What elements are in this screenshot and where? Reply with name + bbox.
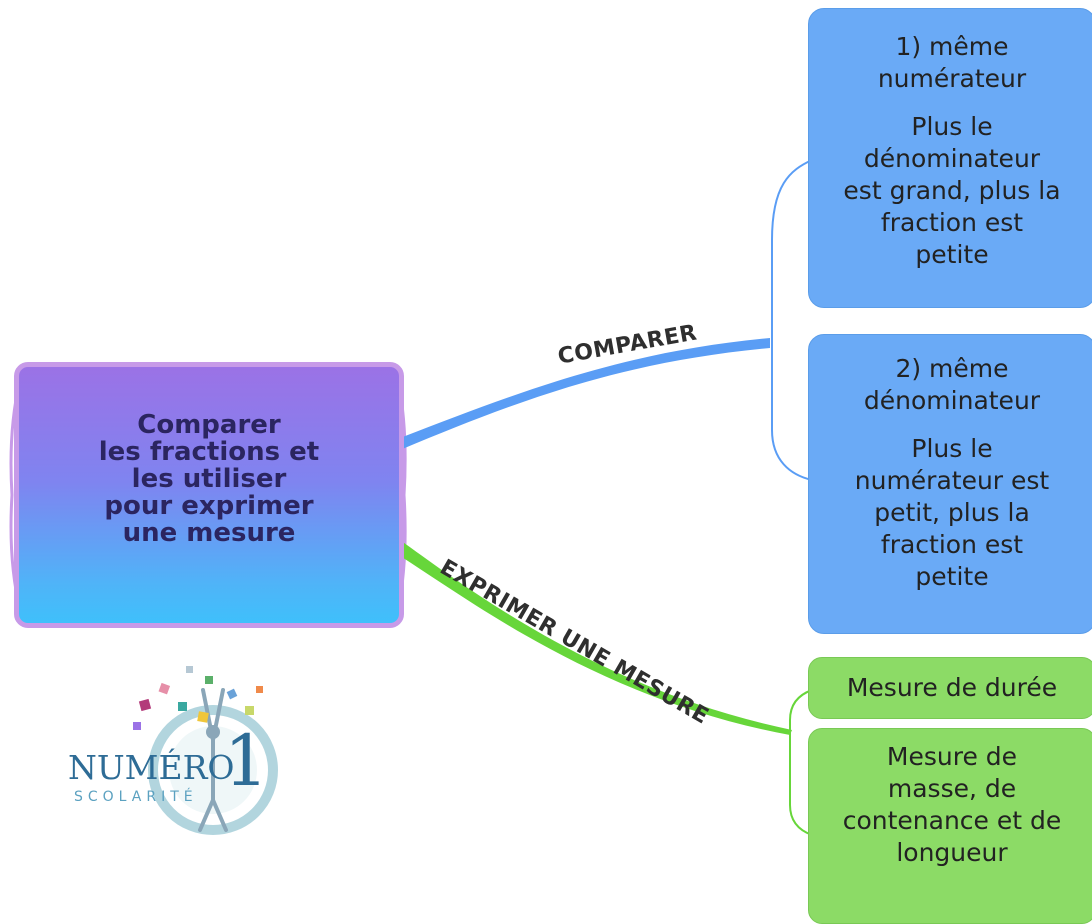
logo-square-2	[158, 682, 171, 695]
logo-square-6	[226, 688, 238, 700]
topic-body-line: petite	[915, 240, 989, 269]
logo-ring	[148, 705, 278, 835]
topic-heading-line: numérateur	[877, 64, 1027, 93]
central-topic[interactable]: Comparer les fractions et les utiliser p…	[14, 362, 404, 628]
topic-line: Mesure de	[886, 742, 1018, 771]
topic-same-numerator[interactable]: 1) même numérateur Plus le dénominateur …	[808, 8, 1092, 308]
central-line: les fractions et	[98, 436, 320, 467]
topic-body: Plus le numérateur est petit, plus la fr…	[809, 433, 1092, 593]
topic-heading: 2) même dénominateur	[809, 353, 1092, 417]
logo-square-1	[138, 698, 152, 712]
central-line: une mesure	[122, 517, 296, 548]
topic-heading-line: 2) même	[895, 354, 1009, 383]
topic-body-line: numérateur est	[854, 466, 1050, 495]
central-line: pour exprimer	[104, 490, 314, 521]
logo-graphic	[133, 666, 278, 835]
topic-body-line: petit, plus la	[874, 498, 1030, 527]
branch-comparer-line	[400, 338, 770, 450]
topic-body-line: fraction est	[880, 530, 1024, 559]
logo-square-5	[205, 676, 213, 684]
central-line: Comparer	[137, 409, 281, 440]
logo-tagline: SCOLARITÉ	[74, 789, 198, 805]
logo-square-3	[178, 702, 187, 711]
branch-comparer-connector	[771, 159, 813, 481]
logo-square-10	[186, 666, 193, 673]
topic-body-line: petite	[915, 562, 989, 591]
logo-square-7	[245, 706, 254, 715]
topic-mass-capacity-length[interactable]: Mesure de masse, de contenance et de lon…	[808, 728, 1092, 924]
topic-body-line: fraction est	[880, 208, 1024, 237]
topic-same-denominator[interactable]: 2) même dénominateur Plus le numérateur …	[808, 334, 1092, 634]
logo-square-9	[256, 686, 263, 693]
topic-body: Plus le dénominateur est grand, plus la …	[809, 111, 1092, 271]
logo-name: NUMÉRO	[68, 748, 235, 787]
central-line: les utiliser	[131, 463, 287, 494]
logo-number: 1	[224, 720, 269, 802]
topic-duration[interactable]: Mesure de durée	[808, 657, 1092, 719]
logo-square-4	[197, 711, 209, 723]
logo-head	[206, 725, 220, 739]
topic-heading-line: 1) même	[895, 32, 1009, 61]
topic-body-line: est grand, plus la	[843, 176, 1061, 205]
topic-body-line: dénominateur	[863, 144, 1041, 173]
logo-figure	[198, 688, 228, 832]
topic-line: Mesure de durée	[846, 673, 1058, 702]
topic-heading-line: dénominateur	[863, 386, 1041, 415]
topic-line: contenance et de	[842, 806, 1062, 835]
central-topic-title: Comparer les fractions et les utiliser p…	[98, 409, 320, 548]
topic-line: masse, de	[887, 774, 1017, 803]
topic-line: longueur	[896, 838, 1008, 867]
topic-body-line: Plus le	[911, 112, 993, 141]
topic-heading: 1) même numérateur	[809, 31, 1092, 95]
branch-exprimer-connector	[789, 689, 813, 836]
topic-body-line: Plus le	[911, 434, 993, 463]
logo-square-8	[133, 722, 141, 730]
